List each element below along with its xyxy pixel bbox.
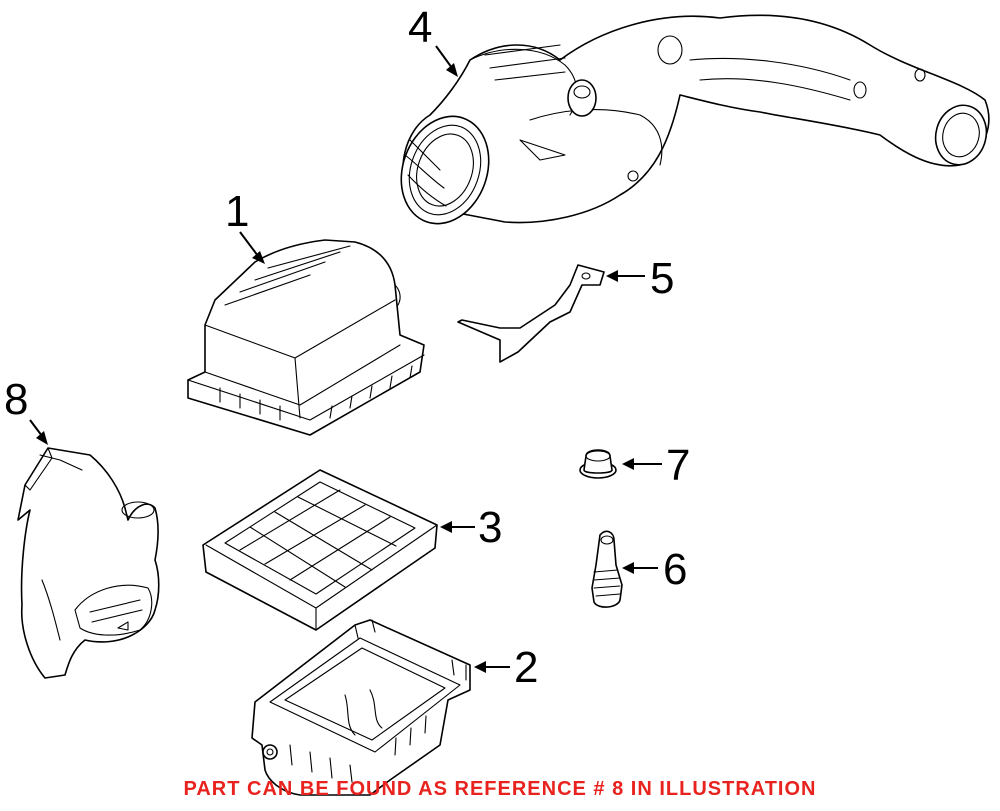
- callout-label: 8: [4, 375, 28, 424]
- part-1-upper-housing[interactable]: [187, 239, 425, 436]
- reference-note: PART CAN BE FOUND AS REFERENCE # 8 IN IL…: [183, 778, 817, 800]
- callout-label: 4: [408, 3, 432, 52]
- callout-7: 7: [622, 441, 690, 490]
- callout-6: 6: [622, 545, 687, 594]
- callout-label: 5: [650, 254, 674, 303]
- part-3-air-filter[interactable]: [202, 469, 438, 631]
- callout-label: 2: [514, 643, 538, 692]
- part-6-pin[interactable]: [591, 530, 623, 608]
- callout-label: 1: [225, 187, 249, 236]
- callout-4: 4: [408, 3, 458, 77]
- callout-8: 8: [4, 375, 48, 445]
- callout-5: 5: [606, 254, 674, 303]
- callout-1: 1: [225, 187, 265, 264]
- callout-label: 7: [666, 441, 690, 490]
- part-7-grommet[interactable]: [579, 449, 617, 479]
- part-2-lower-housing[interactable]: [251, 619, 471, 796]
- callout-label: 3: [478, 503, 502, 552]
- callout-2: 2: [474, 643, 538, 692]
- part-4-intake-duct[interactable]: [387, 14, 993, 236]
- callout-label: 6: [663, 545, 687, 594]
- callout-3: 3: [440, 503, 502, 552]
- part-8-duct[interactable]: [17, 447, 160, 679]
- part-5-bracket[interactable]: [457, 264, 605, 363]
